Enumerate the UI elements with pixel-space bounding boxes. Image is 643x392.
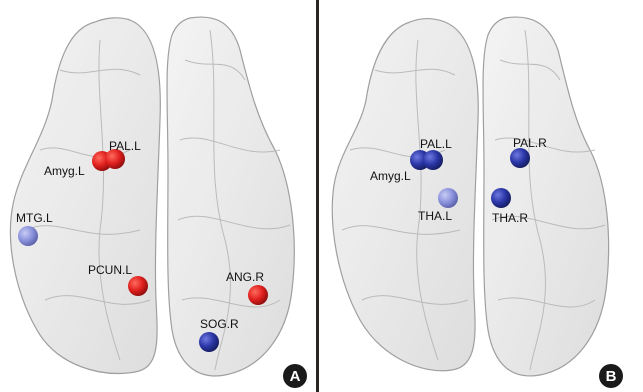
panel-divider [316, 0, 319, 392]
label-sog-r-a: SOG.R [200, 317, 239, 331]
panel-b: PAL.L Amyg.L PAL.R THA.L THA.R B [332, 17, 623, 388]
label-mtg-l-a: MTG.L [16, 211, 53, 225]
panel-a: PAL.L Amyg.L MTG.L PCUN.L ANG.R SOG.R A [10, 17, 307, 388]
label-pal-l-a: PAL.L [109, 139, 141, 153]
node-pal-l-b [423, 150, 443, 170]
left-hemisphere-a [10, 18, 160, 374]
panel-badge-b: B [599, 364, 623, 388]
node-pcun-l-a [128, 276, 148, 296]
label-tha-r-b: THA.R [492, 211, 528, 225]
label-tha-l-b: THA.L [418, 209, 452, 223]
label-pal-r-b: PAL.R [513, 136, 547, 150]
node-pal-r-b [510, 148, 530, 168]
node-tha-r-b [491, 188, 511, 208]
label-pcun-l-a: PCUN.L [88, 263, 132, 277]
svg-text:A: A [290, 368, 301, 385]
label-pal-l-b: PAL.L [420, 137, 452, 151]
label-amyg-l-b: Amyg.L [370, 169, 411, 183]
label-amyg-l-a: Amyg.L [44, 164, 85, 178]
label-ang-r-a: ANG.R [226, 270, 264, 284]
node-mtg-l-a [18, 226, 38, 246]
svg-text:B: B [606, 368, 617, 385]
panel-badge-a: A [283, 364, 307, 388]
node-ang-r-a [248, 285, 268, 305]
node-tha-l-b [438, 188, 458, 208]
node-sog-r-a [199, 332, 219, 352]
